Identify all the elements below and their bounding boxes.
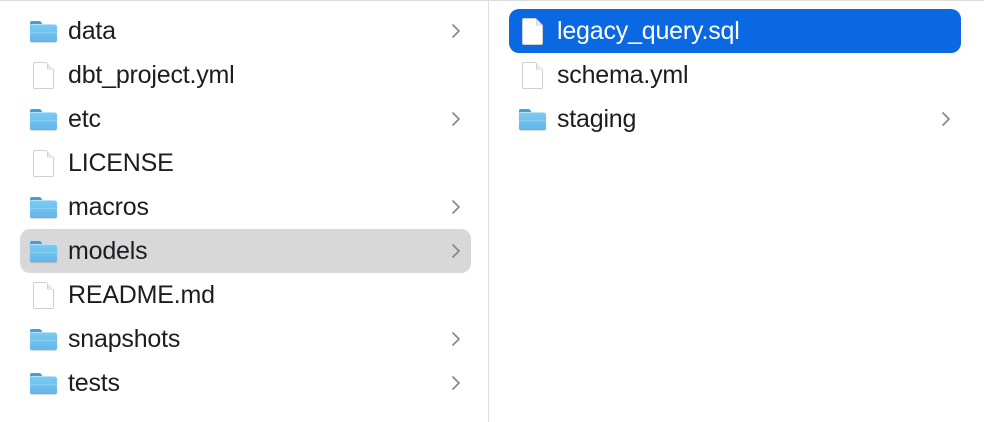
folder-icon — [28, 104, 58, 134]
folder-icon — [517, 104, 547, 134]
file-list-item[interactable]: dbt_project.yml — [20, 53, 471, 97]
document-icon — [28, 60, 58, 90]
file-list-item[interactable]: snapshots — [20, 317, 471, 361]
file-list-item-label: LICENSE — [68, 149, 174, 177]
file-list-item[interactable]: LICENSE — [20, 141, 471, 185]
file-list-item-label: data — [68, 17, 116, 45]
chevron-right-icon[interactable] — [449, 21, 463, 41]
chevron-right-icon[interactable] — [449, 373, 463, 393]
child-column: legacy_query.sql schema.yml staging — [489, 1, 983, 422]
file-list-item[interactable]: data — [20, 9, 471, 53]
file-list-item-label: staging — [557, 105, 637, 133]
file-list-item[interactable]: schema.yml — [509, 53, 961, 97]
file-list-item-label: tests — [68, 369, 120, 397]
folder-icon — [28, 16, 58, 46]
folder-icon — [28, 368, 58, 398]
chevron-right-icon[interactable] — [939, 109, 953, 129]
document-icon — [517, 60, 547, 90]
file-list-item-label: etc — [68, 105, 101, 133]
chevron-right-icon[interactable] — [449, 109, 463, 129]
chevron-right-icon[interactable] — [449, 197, 463, 217]
chevron-right-icon[interactable] — [449, 329, 463, 349]
folder-icon — [28, 192, 58, 222]
document-icon — [28, 280, 58, 310]
file-list-item-label: dbt_project.yml — [68, 61, 235, 89]
file-list-item-label: models — [68, 237, 148, 265]
folder-icon — [28, 324, 58, 354]
document-icon — [28, 148, 58, 178]
file-list-item[interactable]: etc — [20, 97, 471, 141]
file-list-item-label: snapshots — [68, 325, 181, 353]
file-list-item-label: schema.yml — [557, 61, 689, 89]
file-list-item-label: macros — [68, 193, 149, 221]
file-list-item-label: README.md — [68, 281, 215, 309]
file-list-item[interactable]: staging — [509, 97, 961, 141]
folder-icon — [28, 236, 58, 266]
file-list-item[interactable]: legacy_query.sql — [509, 9, 961, 53]
file-list-item-label: legacy_query.sql — [557, 17, 740, 45]
file-list-item[interactable]: models — [20, 229, 471, 273]
file-list-item[interactable]: tests — [20, 361, 471, 405]
file-list-item[interactable]: README.md — [20, 273, 471, 317]
document-icon — [517, 16, 547, 46]
file-list-item[interactable]: macros — [20, 185, 471, 229]
chevron-right-icon[interactable] — [449, 241, 463, 261]
